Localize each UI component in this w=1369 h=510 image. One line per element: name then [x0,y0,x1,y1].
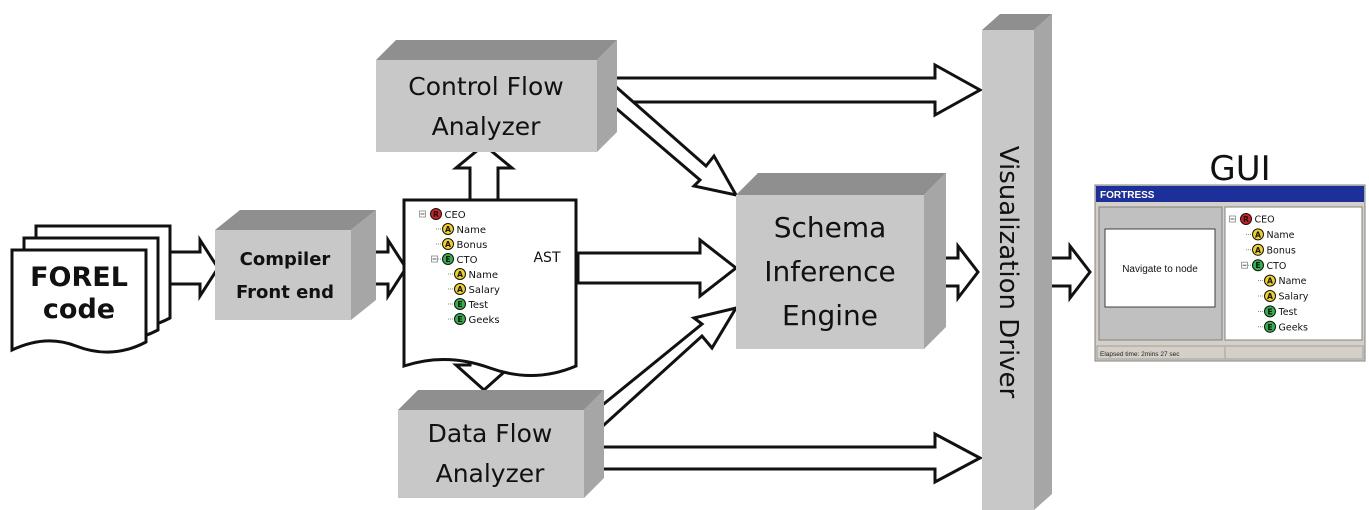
ast-node-label: Name [457,225,487,236]
control-flow-line1: Control Flow [408,72,563,101]
compiler-line1: Compiler [240,249,331,270]
gui-node-label: Test [1278,307,1298,318]
gui-node-label: CEO [1255,215,1275,226]
compiler-front-end-box: Compiler Front end [215,210,376,320]
compiler-line2: Front end [236,282,334,303]
ast-node-badge-letter: A [457,285,463,294]
ast-node-badge-icon [430,208,442,220]
schema-line3: Engine [782,299,878,332]
data-flow-line2: Analyzer [436,459,546,488]
arrow-data-flow-to-schema [581,305,740,437]
ast-node-label: Geeks [469,315,500,326]
data-flow-analyzer-box: Data Flow Analyzer [398,390,604,498]
gui-node-badge-icon [1252,228,1264,241]
arrow-ast-to-control-flow [451,143,517,202]
ast-node-badge-letter: E [457,300,462,309]
gui-node-badge-icon [1240,213,1252,225]
gui-node-label: Name [1279,276,1307,287]
gui-node-badge-letter: E [1267,307,1272,316]
arrow-control-flow-to-schema [595,75,739,198]
ast-node-badge-letter: A [445,225,451,234]
gui-title-bar [1096,186,1364,202]
gui-node-label: Geeks [1279,322,1309,333]
gui-node-label: CTO [1267,261,1287,272]
ast-node-badge-icon [454,313,466,325]
gui-node-badge-letter: R [1243,215,1249,224]
gui-tree-panel [1224,206,1363,341]
gui-node-badge-letter: E [1267,323,1272,332]
gui-node-badge-icon [1252,243,1264,256]
gui-node-label: Name [1267,230,1295,241]
ast-node-badge-icon [454,283,466,295]
ast-node-label: Name [469,270,499,281]
ast-node-badge-icon [454,298,466,310]
schema-inference-engine-box: Schema Inference Engine [736,173,946,349]
ast-node-badge-icon [454,268,466,280]
arrow-control-flow-to-visualization [595,62,984,118]
gui-node-badge-icon [1264,274,1276,287]
gui-node-badge-icon [1264,320,1276,333]
gui-window-title: FORTRESS [1100,190,1155,201]
ast-node-label: CTO [457,255,478,266]
gui-node-badge-letter: E [1255,261,1260,270]
control-flow-analyzer-box: Control Flow Analyzer [376,40,617,152]
ast-node-badge-letter: A [457,270,463,279]
forel-code-line1: FOREL [30,262,128,293]
ast-node-label: Salary [469,285,500,296]
ast-label: AST [533,250,560,266]
gui-node-badge-icon [1252,259,1264,272]
gui-heading: GUI [1209,149,1270,189]
arrow-code-to-compiler [168,234,220,302]
visualization-driver-bar: Visualization Driver [982,14,1052,510]
ast-node-label: Test [468,300,489,311]
visualization-driver-label: Visualization Driver [993,146,1023,399]
control-flow-line2: Analyzer [432,112,542,141]
gui-node-badge-letter: A [1267,277,1273,286]
gui-node-label: Bonus [1267,245,1296,256]
ast-node-badge-letter: E [445,255,450,264]
gui-node-badge-letter: A [1267,292,1273,301]
gui-status-bar [1096,345,1364,360]
gui-node-badge-icon [1264,305,1276,318]
gui-navigate-panel [1104,228,1216,308]
gui-node-label: Salary [1279,292,1309,303]
forel-code-line2: code [43,294,115,325]
forel-code-document: FOREL code [10,224,172,354]
arrow-ast-to-schema [576,236,739,300]
gui-navigate-text: Navigate to node [1122,264,1198,275]
ast-node-label: CEO [445,210,466,221]
ast-node-badge-letter: A [445,240,451,249]
gui-status-text: Elapsed time: 2mins 27 sec [1100,351,1180,358]
schema-line2: Inference [764,255,896,288]
ast-node-badge-icon [442,253,454,265]
gui-node-badge-icon [1264,290,1276,302]
ast-node-label: Bonus [457,240,488,251]
gui-node-badge-letter: A [1255,246,1261,255]
ast-node-badge-letter: E [457,315,462,324]
gui-node-badge-letter: A [1255,230,1261,239]
arrow-data-flow-to-visualization [582,431,984,485]
ast-node-badge-icon [442,223,454,235]
data-flow-line1: Data Flow [428,419,553,448]
ast-node-badge-letter: R [433,210,439,219]
schema-line1: Schema [774,211,887,244]
ast-node-badge-icon [442,238,454,250]
